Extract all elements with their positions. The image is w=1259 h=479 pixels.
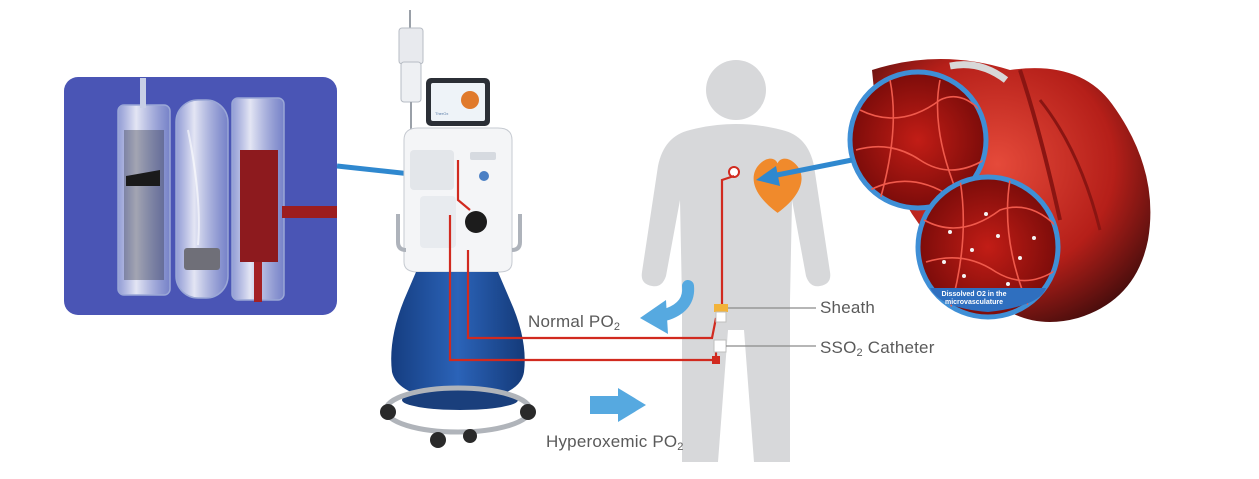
- oxygen-therapy-device: [380, 10, 536, 448]
- device-screen-text: TherOx: [435, 111, 449, 116]
- catheter-subscript: 2: [856, 347, 863, 359]
- catheter-prefix: SSO: [820, 338, 857, 357]
- tubing-lines: [448, 160, 735, 362]
- catheter-suffix: Catheter: [862, 338, 935, 357]
- sheath-label: Sheath: [820, 298, 876, 317]
- cartridge-closeup-panel: [64, 77, 337, 315]
- heart-badge-caption: Dissolved O2 in the microvasculature: [928, 291, 1020, 307]
- right-arrow-icon: [590, 388, 646, 422]
- hyperoxemic-po2-label: Hyperoxemic PO2: [546, 432, 684, 453]
- human-body-silhouette: [641, 60, 831, 462]
- sso2-catheter-label: SSO2 Catheter: [820, 338, 935, 359]
- normal-po2-text: Normal PO: [528, 312, 614, 331]
- normal-po2-label: Normal PO2: [528, 312, 620, 333]
- hyperoxemic-po2-subscript: 2: [677, 441, 684, 453]
- curved-left-arrow-icon: [640, 280, 695, 334]
- hyperoxemic-po2-text: Hyperoxemic PO: [546, 432, 678, 451]
- pointer-arrow-heart: [756, 157, 853, 186]
- heart-badge-line1: Dissolved O2 in the: [941, 291, 1007, 298]
- sheath-connector: [714, 304, 728, 323]
- heart-anatomy-illustration: [847, 59, 1151, 322]
- heart-badge-line2: microvasculature: [945, 299, 1003, 306]
- normal-po2-subscript: 2: [613, 321, 621, 333]
